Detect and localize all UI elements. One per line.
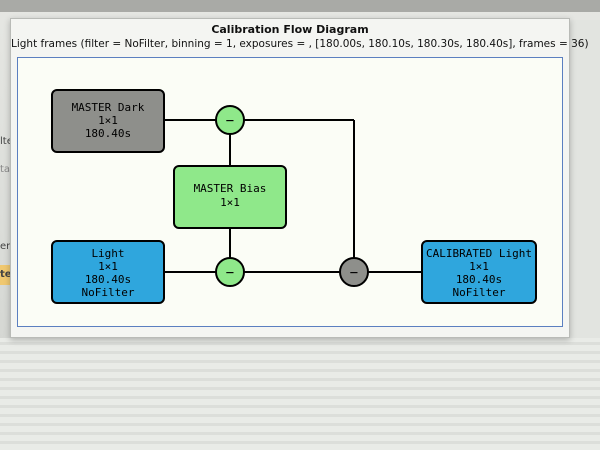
background-label: ta (0, 164, 11, 175)
dialog-title: Calibration Flow Diagram (211, 23, 369, 36)
calibrated-light-binning: 1×1 (469, 260, 489, 273)
light-exposure: 180.40s (85, 273, 131, 286)
calibrated-light-filter: NoFilter (453, 286, 506, 299)
light-binning: 1×1 (98, 260, 118, 273)
light-box (51, 240, 165, 304)
subtract-bias-from-dark-operator[interactable]: − (215, 105, 245, 135)
master-dark-box (51, 89, 165, 153)
master-dark-binning: 1×1 (98, 114, 118, 127)
diagram-canvas: MASTER Dark 1×1 180.40s MASTER Bias 1×1 … (17, 57, 563, 327)
light-filter: NoFilter (82, 286, 135, 299)
calibration-flow-dialog: Calibration Flow Diagram Light frames (f… (10, 18, 589, 338)
master-bias-node[interactable]: MASTER Bias 1×1 (173, 165, 287, 229)
background-label: te (0, 269, 12, 280)
master-bias-box (173, 165, 287, 229)
calibrated-light-exposure: 180.40s (456, 273, 502, 286)
master-dark-exposure: 180.40s (85, 127, 131, 140)
background-label: er (0, 241, 11, 252)
minus-icon (215, 257, 245, 287)
operator-symbol: − (350, 265, 358, 281)
subtract-bias-from-light-operator[interactable]: − (215, 257, 245, 287)
calibrated-light-node[interactable]: CALIBRATED Light 1×1 180.40s NoFilter (421, 240, 537, 304)
master-bias-label: MASTER Bias (194, 182, 267, 195)
background-toolbar (0, 0, 600, 12)
light-label: Light (91, 247, 124, 260)
minus-icon (339, 257, 369, 287)
subtract-dark-operator[interactable]: − (339, 257, 369, 287)
operator-symbol: − (226, 113, 234, 129)
background-label: lte (0, 136, 13, 147)
dialog-subtitle: Light frames (filter = NoFilter, binning… (11, 38, 589, 50)
calibrated-light-box (421, 240, 537, 304)
light-node[interactable]: Light 1×1 180.40s NoFilter (51, 240, 165, 304)
connector-lines (164, 119, 422, 273)
operator-symbol: − (226, 265, 234, 281)
calibrated-light-label: CALIBRATED Light (426, 247, 532, 260)
master-dark-label: MASTER Dark (72, 101, 145, 114)
background-lower-area (0, 338, 600, 450)
calibration-flow-diagram: MASTER Dark 1×1 180.40s MASTER Bias 1×1 … (51, 89, 537, 304)
background-side-panel (568, 20, 600, 340)
minus-icon (215, 105, 245, 135)
master-bias-binning: 1×1 (220, 196, 240, 209)
master-dark-node[interactable]: MASTER Dark 1×1 180.40s (51, 89, 165, 153)
